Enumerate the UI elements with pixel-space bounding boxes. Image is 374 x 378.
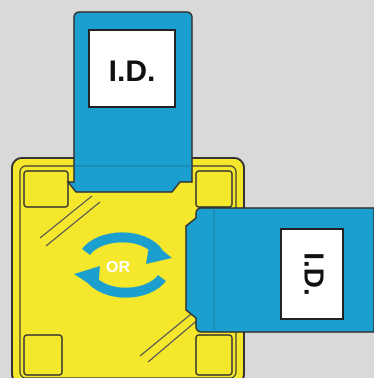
- or-label: OR: [106, 259, 130, 276]
- id-label-right: I.D.: [299, 252, 330, 296]
- id-card-right: I.D.: [186, 208, 374, 332]
- id-label-top: I.D.: [109, 55, 156, 88]
- id-card-top: I.D.: [68, 12, 192, 192]
